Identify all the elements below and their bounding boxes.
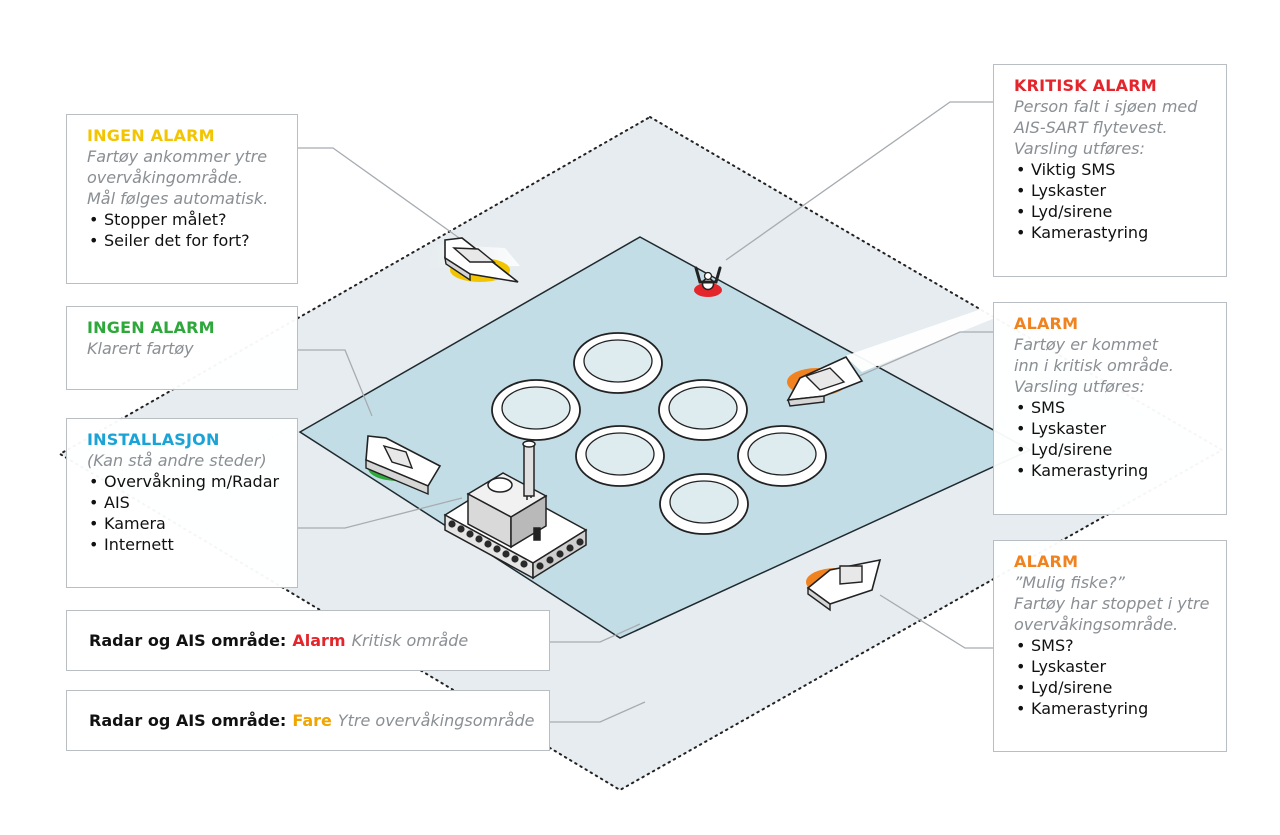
radar-platform-icon [443, 440, 588, 580]
list-item: Lyskaster [1014, 418, 1210, 439]
boat-icon [806, 558, 882, 612]
list-item: Seiler det for fort? [87, 230, 281, 251]
connector-lines [298, 101, 993, 723]
description-line: overvåkingsområde. [1014, 615, 1179, 634]
list-item: SMS? [1014, 635, 1210, 656]
description-line: Mål følges automatisk. [87, 189, 269, 208]
list-item: Internett [87, 534, 281, 555]
legend-outer-area: Radar og AIS område: Fare Ytre overvåkin… [66, 690, 550, 751]
fish-pen-icon [658, 379, 748, 441]
boat-icon [444, 237, 519, 283]
description-line: Fartøy er kommet [1014, 335, 1159, 354]
description-line: AIS-SART flytevest. [1014, 118, 1168, 137]
list-item: AIS [87, 492, 281, 513]
description-line: Varsling utføres: [1014, 377, 1145, 396]
boat-icon [365, 435, 442, 496]
status-title: INSTALLASJON [87, 430, 220, 449]
status-title: INGEN ALARM [87, 126, 215, 145]
list-item: Kamera [87, 513, 281, 534]
description-line: inn i kritisk område. [1014, 356, 1174, 375]
legend-keyword: Fare [292, 711, 332, 730]
list-item: Lyskaster [1014, 180, 1210, 201]
callout-alarm-critical-zone: ALARM Fartøy er kommet inn i kritisk omr… [993, 302, 1227, 515]
fish-pen-icon [737, 425, 827, 487]
fish-pen-icon [573, 332, 663, 394]
callout-installation: INSTALLASJON (Kan stå andre steder) Over… [66, 418, 298, 588]
fish-pen-icon [491, 379, 581, 441]
boat-icon [786, 355, 864, 407]
status-title: ALARM [1014, 314, 1079, 333]
list-item: Viktig SMS [1014, 159, 1210, 180]
legend-keyword: Alarm [292, 631, 346, 650]
description-line: Fartøy ankommer ytre [87, 147, 268, 166]
description-line: Klarert fartøy [87, 339, 194, 358]
list-item: Lyd/sirene [1014, 201, 1210, 222]
description-line: Person falt i sjøen med [1014, 97, 1198, 116]
callout-critical-alarm: KRITISK ALARM Person falt i sjøen med AI… [993, 64, 1227, 277]
action-list: Stopper målet? Seiler det for fort? [87, 209, 281, 251]
legend-label: Radar og AIS område: [89, 631, 287, 650]
list-item: Kamerastyring [1014, 460, 1210, 481]
description-line: Fartøy har stoppet i ytre [1014, 594, 1210, 613]
legend-description: Kritisk område [351, 631, 469, 650]
searchlight-beam [845, 306, 1000, 372]
status-title: KRITISK ALARM [1014, 76, 1157, 95]
description-line: ”Mulig fiske?” [1014, 573, 1125, 592]
legend-label: Radar og AIS område: [89, 711, 287, 730]
list-item: Lyd/sirene [1014, 439, 1210, 460]
legend-critical-area: Radar og AIS område: Alarm Kritisk områd… [66, 610, 550, 671]
callout-cleared-vessel: INGEN ALARM Klarert fartøy [66, 306, 298, 390]
status-title: INGEN ALARM [87, 318, 215, 337]
callout-alarm-fishing: ALARM ”Mulig fiske?” Fartøy har stoppet … [993, 540, 1227, 752]
action-list: SMS? Lyskaster Lyd/sirene Kamerastyring [1014, 635, 1210, 719]
list-item: Lyd/sirene [1014, 677, 1210, 698]
list-item: Kamerastyring [1014, 698, 1210, 719]
list-item: Lyskaster [1014, 656, 1210, 677]
list-item: SMS [1014, 397, 1210, 418]
person-overboard-icon [694, 266, 722, 297]
fish-pen-icon [575, 425, 665, 487]
list-item: Overvåkning m/Radar [87, 471, 281, 492]
legend-description: Ytre overvåkingsområde [337, 711, 535, 730]
description-line: (Kan stå andre steder) [87, 451, 267, 470]
status-title: ALARM [1014, 552, 1079, 571]
description-line: overvåkingområde. [87, 168, 243, 187]
list-item: Kamerastyring [1014, 222, 1210, 243]
feature-list: Overvåkning m/Radar AIS Kamera Internett [87, 471, 281, 555]
callout-vessel-arriving: INGEN ALARM Fartøy ankommer ytre overvåk… [66, 114, 298, 284]
list-item: Stopper målet? [87, 209, 281, 230]
fish-pen-icon [659, 473, 749, 535]
description-line: Varsling utføres: [1014, 139, 1145, 158]
action-list: Viktig SMS Lyskaster Lyd/sirene Kamerast… [1014, 159, 1210, 243]
action-list: SMS Lyskaster Lyd/sirene Kamerastyring [1014, 397, 1210, 481]
